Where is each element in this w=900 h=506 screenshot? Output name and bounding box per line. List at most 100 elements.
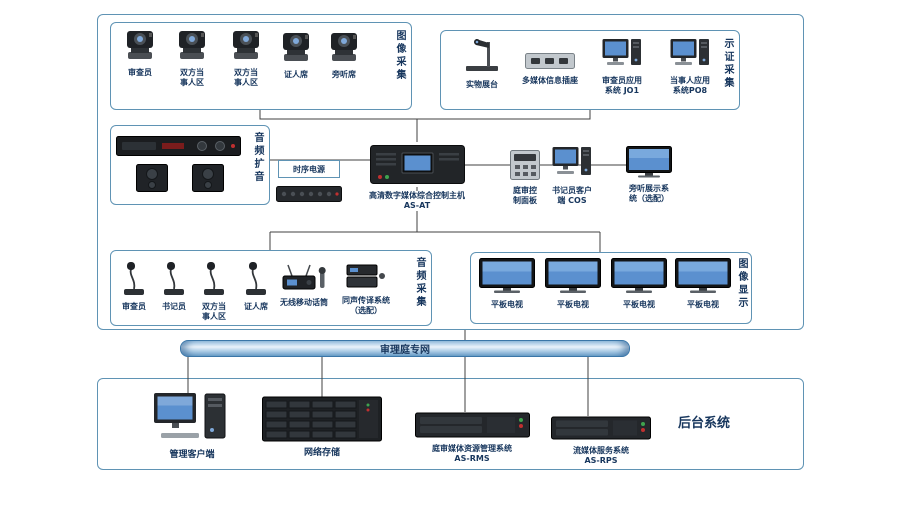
observer-display-item: 旁听展示系统（选配）: [620, 146, 678, 204]
gooseneck-mic-icon: [122, 260, 146, 300]
mic-label: 证人席: [244, 302, 268, 311]
camera-item: 双方当事人区: [220, 28, 272, 88]
tv-item: 平板电视: [608, 258, 670, 310]
media-resource-server-model: AS-RMS: [454, 454, 490, 463]
network-label: 审理庭专网: [380, 345, 430, 356]
mic-label: 双方当事人区: [202, 302, 226, 321]
flat-tv-icon: [545, 258, 601, 298]
computer-icon: [602, 38, 642, 74]
camera-label: 审查员: [128, 68, 152, 77]
speaker-icon: [192, 164, 224, 196]
flat-tv-icon: [675, 258, 731, 298]
power-sequencer-label-box: 时序电源: [278, 160, 340, 178]
media-resource-server-label: 庭审媒体资源管理系统: [432, 444, 512, 453]
monitor-icon: [626, 146, 672, 182]
camera-item: 审查员: [114, 28, 166, 78]
control-host-item: [370, 142, 465, 191]
mic-item: 双方当事人区: [192, 260, 236, 322]
flat-tv-icon: [611, 258, 667, 298]
document-camera-item: 实物展台: [450, 36, 514, 90]
tv-label: 平板电视: [557, 300, 589, 309]
mic-item: 书记员: [152, 260, 196, 312]
camera-label: 旁听席: [332, 70, 356, 79]
wireless-mic-item: 无线移动话筒: [276, 264, 332, 308]
speaker-item: [192, 164, 224, 196]
storage-rack-icon: [262, 396, 382, 446]
mic-item: 证人席: [234, 260, 278, 312]
media-socket-label: 多媒体信息插座: [522, 76, 578, 85]
camera-label: 双方当事人区: [180, 68, 204, 87]
amplifier-icon: [116, 136, 241, 160]
speaker-item: [136, 164, 168, 196]
gooseneck-mic-icon: [162, 260, 186, 300]
amplifier-item: [116, 136, 241, 160]
evidence-capture-section-label: 示证采集: [722, 38, 733, 90]
control-host-icon: [370, 142, 465, 191]
ptz-camera-icon: [323, 30, 365, 68]
control-panel-icon: [510, 150, 540, 184]
streaming-server-label: 流媒体服务系统: [573, 446, 629, 455]
wireless-mic-icon: [281, 264, 327, 296]
ptz-camera-icon: [275, 30, 317, 68]
media-socket-item: 多媒体信息插座: [514, 52, 586, 86]
control-host-label: 高清数字媒体综合控制主机 AS-AT: [357, 191, 477, 211]
camera-label: 证人席: [284, 70, 308, 79]
court-network-bar: 审理庭专网: [180, 340, 630, 357]
ptz-camera-icon: [119, 28, 161, 66]
clerk-client-item: 书记员客户端 COS: [548, 146, 596, 206]
streaming-server-item: 流媒体服务系统 AS-RPS: [545, 416, 657, 466]
network-storage-item: 网络存储: [260, 396, 384, 458]
tv-item: 平板电视: [542, 258, 604, 310]
image-display-section-label: 图像显示: [736, 258, 747, 310]
flat-tv-icon: [479, 258, 535, 298]
tv-label: 平板电视: [623, 300, 655, 309]
tv-label: 平板电视: [687, 300, 719, 309]
camera-label: 双方当事人区: [234, 68, 258, 87]
control-host-name: 高清数字媒体综合控制主机: [369, 191, 465, 200]
control-panel-label: 庭审控制面板: [513, 186, 537, 205]
image-capture-section-label: 图像采集: [394, 30, 405, 82]
streaming-server-model: AS-RPS: [584, 456, 618, 465]
interpretation-label: 同声传译系统（选配）: [342, 296, 390, 315]
desktop-pc-icon: [153, 392, 231, 448]
gooseneck-mic-icon: [244, 260, 268, 300]
mic-label: 审查员: [122, 302, 146, 311]
power-sequencer-icon: [276, 184, 342, 208]
backend-section-label: 后台系统: [678, 416, 731, 431]
observer-display-label: 旁听展示系统（选配）: [629, 184, 669, 203]
management-client-item: 管理客户端: [150, 392, 234, 460]
document-camera-label: 实物展台: [466, 80, 498, 89]
reviewer-app-item: 审查员应用系统 JO1: [590, 38, 654, 96]
mic-item: 审查员: [112, 260, 156, 312]
server-icon: [414, 412, 530, 442]
audio-capture-section-label: 音频采集: [414, 257, 425, 309]
tv-item: 平板电视: [476, 258, 538, 310]
control-host-model: AS-AT: [403, 201, 431, 210]
image-capture-box: [110, 22, 412, 110]
ptz-camera-icon: [171, 28, 213, 66]
gooseneck-mic-icon: [202, 260, 226, 300]
evidence-capture-box: [440, 30, 740, 110]
tv-label: 平板电视: [491, 300, 523, 309]
party-app-label: 当事人应用系统PO8: [670, 76, 710, 95]
court-control-panel-item: 庭审控制面板: [506, 150, 544, 206]
document-camera-icon: [463, 36, 501, 78]
management-client-label: 管理客户端: [169, 450, 215, 460]
party-app-item: 当事人应用系统PO8: [658, 38, 722, 96]
media-resource-server-item: 庭审媒体资源管理系统 AS-RMS: [408, 412, 536, 464]
media-socket-icon: [525, 52, 575, 74]
camera-item: 证人席: [272, 30, 320, 80]
reviewer-app-label: 审查员应用系统 JO1: [602, 76, 642, 95]
computer-icon: [552, 146, 592, 184]
clerk-client-label: 书记员客户端 COS: [552, 186, 592, 205]
mic-label: 书记员: [162, 302, 186, 311]
power-sequencer-label: 时序电源: [293, 164, 325, 174]
computer-icon: [670, 38, 710, 74]
ptz-camera-icon: [225, 28, 267, 66]
interpretation-item: 同声传译系统（选配）: [336, 262, 396, 316]
tv-item: 平板电视: [672, 258, 734, 310]
speaker-icon: [136, 164, 168, 196]
audio-amp-section-label: 音频扩音: [252, 132, 263, 184]
wireless-mic-label: 无线移动话筒: [280, 298, 328, 307]
power-sequencer-item: [276, 184, 342, 208]
